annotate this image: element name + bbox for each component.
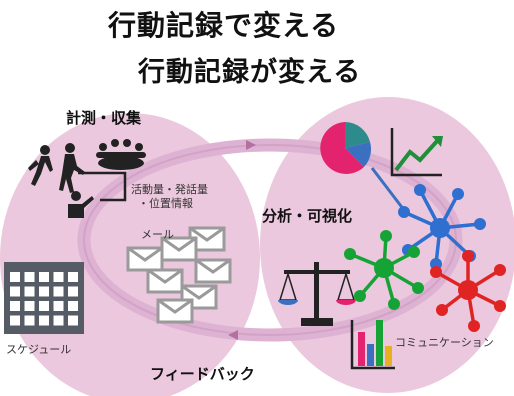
presenter-icon bbox=[68, 171, 127, 218]
mail-envelope bbox=[146, 268, 184, 294]
mail-envelope bbox=[156, 298, 194, 324]
calendar-icon bbox=[4, 262, 84, 334]
mail-label: メール bbox=[141, 228, 174, 241]
activity-label-line-1: 活動量・発話量 bbox=[131, 183, 208, 196]
mail-envelope bbox=[126, 246, 164, 272]
people-activity-icon bbox=[28, 143, 85, 193]
connector-line bbox=[370, 167, 406, 211]
mail-envelope bbox=[194, 258, 232, 284]
cycle-arrow-top bbox=[246, 140, 256, 150]
balance-scale-icon bbox=[278, 262, 356, 326]
communication-label: コミュニケーション bbox=[395, 336, 494, 349]
cycle-arrow-bottom bbox=[228, 330, 238, 340]
activity-label-line-2: ・位置情報 bbox=[138, 197, 193, 210]
mail-envelope bbox=[160, 236, 198, 262]
mail-stack-icon bbox=[126, 226, 232, 324]
title-line-2: 行動記録が変える bbox=[138, 57, 362, 88]
title-line-1: 行動記録で変える bbox=[108, 9, 340, 42]
schedule-label: スケジュール bbox=[6, 343, 72, 356]
bar-chart-icon bbox=[350, 320, 395, 370]
analysis-visualization-label: 分析・可視化 bbox=[262, 207, 353, 225]
pie-chart-icon bbox=[320, 122, 372, 174]
cycle-ring bbox=[77, 138, 463, 342]
network-red-icon bbox=[430, 250, 506, 332]
network-green-icon bbox=[344, 230, 424, 310]
feedback-label: フィードバック bbox=[150, 365, 255, 383]
meeting-icon bbox=[96, 139, 146, 170]
trend-chart-icon bbox=[390, 128, 443, 177]
measure-collect-label: 計測・収集 bbox=[66, 109, 142, 127]
